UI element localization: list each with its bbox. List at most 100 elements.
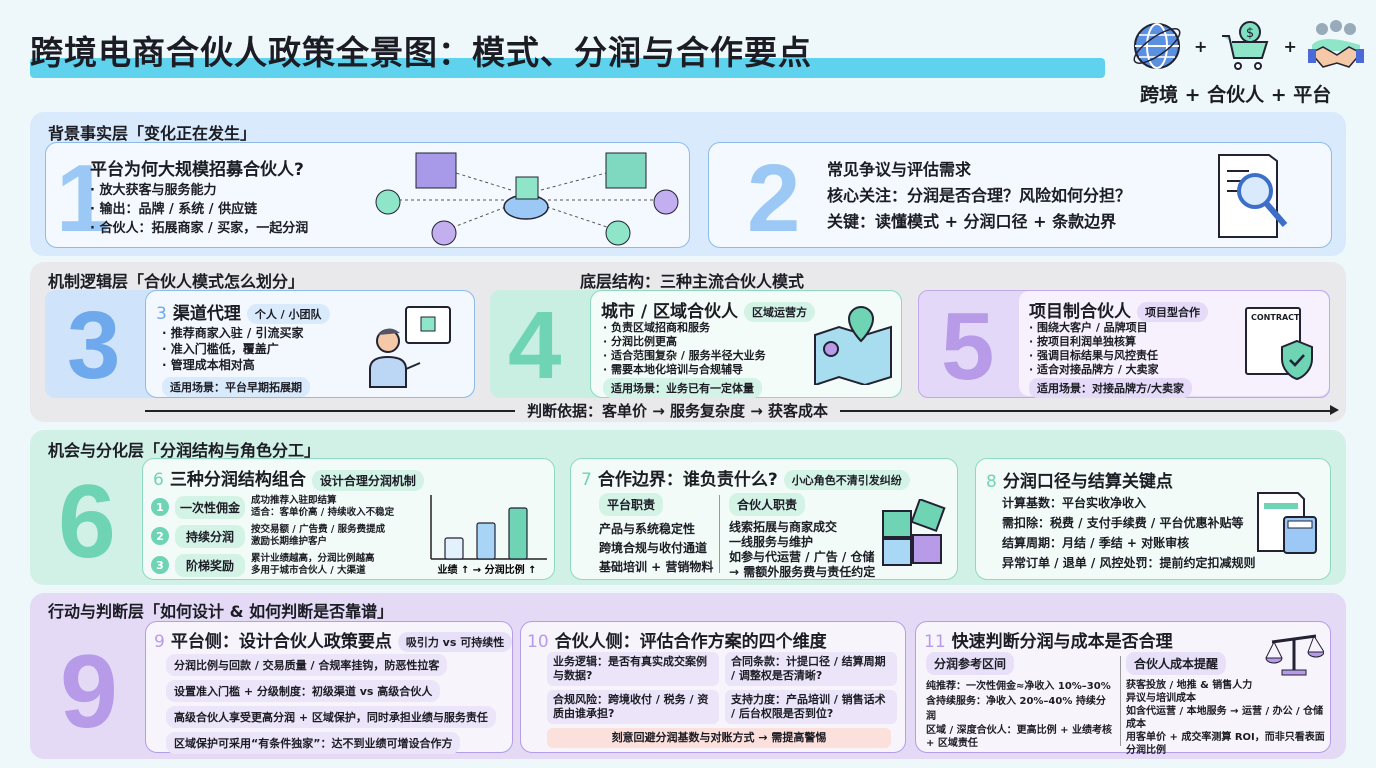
cost-reminder-label: 合伙人成本提醒: [1126, 652, 1227, 675]
card-number: 2: [747, 145, 801, 252]
evaluation-grid: 业务逻辑：是否有真实成交案例与数据? 合同条款：计提口径 / 结算周期 / 调整…: [547, 652, 897, 724]
card-index: 7: [581, 470, 592, 490]
evaluation-dimension: 合同条款：计提口径 / 结算周期 / 调整权是否清晰?: [725, 652, 897, 686]
handshake-team-icon: [1308, 20, 1364, 68]
card-title: 平台为何大规模招募合伙人?: [90, 160, 304, 180]
evaluation-dimension: 合规风险：跨境收付 / 税务 / 资质由谁承担?: [547, 690, 719, 724]
layer4-heading: 行动与判断层「如何设计 & 如何判断是否靠谱」: [48, 602, 394, 621]
item-number-badge: 1: [151, 498, 169, 516]
policy-point: 区域保护可采用“有条件独家”：达不到业绩可增设合作方: [166, 732, 461, 754]
scene-tag: 适用场景：对接品牌方/大卖家: [1029, 378, 1193, 398]
layer-number: 6: [58, 464, 116, 580]
contract-shield-icon: CONTRACT: [1239, 307, 1319, 387]
bullet: · 适合对接品牌方 / 大卖家: [1029, 363, 1159, 376]
structure-desc: 按交易额 / 广告费 / 服务费提成: [251, 524, 386, 535]
structure-desc: 多用于城市合伙人 / 大渠道: [251, 565, 366, 576]
structure-name: 持续分润: [175, 524, 245, 548]
layer1-heading: 背景事实层「变化正在发生」: [48, 124, 257, 143]
card-title: 渠道代理: [172, 304, 241, 324]
settlement-line: 结算周期：月结 / 季结 + 对账审核: [1002, 536, 1190, 550]
card-2: 2 常见争议与评估需求 核心关注：分润是否合理？风险如何分担？ 关键：读懂模式 …: [708, 142, 1332, 248]
bullet: · 合伙人：拓展商家 / 买家，一起分润: [90, 221, 309, 236]
range-line: 含持续服务：净收入 20%–40% 持续分润: [926, 696, 1106, 722]
card-tag: 吸引力 vs 可持续性: [397, 632, 513, 652]
balance-scale-icon: [1265, 634, 1324, 676]
page-title: 跨境电商合伙人政策全景图：模式、分润与合作要点: [30, 33, 812, 72]
settlement-line: 异常订单 / 退单 / 风控处罚：提前约定扣减规则: [1002, 556, 1256, 570]
bullet: · 分润比例更高: [603, 335, 678, 348]
card-title: 项目制合伙人: [1029, 302, 1131, 322]
card-number: 5: [941, 293, 995, 400]
agent-presenting-icon: [369, 306, 451, 388]
chart-caption: 业绩 ↑ → 分润比例 ↑: [437, 563, 536, 576]
card-title: 三种分润结构组合: [169, 470, 306, 490]
bullet: · 适合范围复杂 / 服务半径大业务: [603, 349, 766, 362]
partner-network-icon: [375, 152, 679, 246]
settlement-line: 需扣除：税费 / 支付手续费 / 平台优惠补贴等: [1002, 516, 1244, 530]
layer-number: 9: [60, 634, 118, 750]
bullet: · 准入门槛低，覆盖广: [162, 342, 279, 356]
card-index: 3: [156, 304, 167, 324]
card-index: 10: [527, 632, 549, 652]
structure-desc: 累计业绩越高，分润比例越高: [251, 553, 375, 564]
range-line: 区域 / 深度合伙人：更高比例 + 业绩考核 + 区域责任: [926, 725, 1112, 749]
card-title: 快速判断分润与成本是否合理: [951, 632, 1173, 652]
card-index: 11: [924, 632, 946, 652]
bullet: · 强调目标结果与风控责任: [1029, 349, 1159, 362]
card-number: 4: [508, 292, 562, 399]
card-tag: 区域运营方: [744, 302, 816, 322]
arrow-head-icon: [1330, 405, 1339, 415]
policy-point: 高级合伙人享受更高分润 + 区域保护，同时承担业绩与服务责任: [166, 706, 496, 728]
bullet: · 管理成本相对高: [162, 358, 255, 372]
duty-item: 基础培训 + 营销物料: [599, 560, 714, 574]
card-title: 合作边界：谁负责什么?: [597, 470, 778, 490]
calculator-invoice-icon: [1257, 492, 1317, 554]
scene-tag: 适用场景：平台早期拓展期: [162, 377, 310, 397]
header-icons-label: 跨境 + 合伙人 + 平台: [1140, 84, 1332, 106]
policy-point: 分润比例与回款 / 交易质量 / 合规率挂钩，防恶性拉客: [166, 654, 448, 676]
contract-label: CONTRACT: [1251, 313, 1300, 322]
layer2-subheading: 底层结构：三种主流合伙人模式: [580, 272, 805, 291]
evaluation-dimension: 业务逻辑：是否有真实成交案例与数据?: [547, 652, 719, 686]
card-title: 平台侧：设计合伙人政策要点: [170, 632, 392, 652]
bullet: · 推荐商家入驻 / 引流买家: [162, 326, 304, 340]
card-title: 分润口径与结算关键点: [1002, 472, 1173, 492]
duty-item: 跨境合规与收付通道: [599, 541, 708, 555]
duty-item: 如参与代运营 / 广告 / 仓储: [729, 550, 875, 564]
partner-duties-label: 合伙人职责: [729, 493, 806, 516]
scene-tag: 适用场景：业务已有一定体量: [603, 378, 762, 398]
bullet: · 围绕大客户 / 品牌项目: [1029, 321, 1148, 334]
shopping-cart-dollar-icon: $: [1221, 21, 1268, 70]
structure-desc: 激励长期维护客户: [251, 536, 328, 547]
card-number: 1: [56, 145, 110, 252]
bullet: · 输出：品牌 / 系统 / 供应链: [90, 202, 258, 217]
share-structure-item: 1 一次性佣金 成功推荐入驻即结算适合：客单价高 / 持续收入不稳定: [151, 493, 394, 521]
card-title: 合伙人侧：评估合作方案的四个维度: [554, 632, 827, 652]
card-title: 常见争议与评估需求: [827, 160, 972, 179]
card-index: 6: [153, 470, 164, 490]
layer3-heading: 机会与分化层「分润结构与角色分工」: [48, 441, 321, 460]
header-icons: + $ +: [1130, 16, 1365, 76]
card-tag: 项目型合作: [1137, 302, 1208, 322]
tier-bar: [508, 507, 528, 560]
cost-line: 用客单价 + 成交率测算 ROI，而非只看表面分润比例: [1126, 732, 1325, 756]
card-5: 项目制合伙人项目型合作 · 围绕大客户 / 品牌项目 · 按项目利润单独核算 ·…: [1019, 291, 1329, 398]
card-line: 核心关注：分润是否合理？风险如何分担？: [827, 186, 1132, 205]
item-number-badge: 3: [151, 556, 169, 574]
bullet: · 放大获客与服务能力: [90, 183, 217, 198]
card-title: 城市 / 区域合伙人: [601, 302, 739, 322]
divider: [719, 495, 720, 573]
card-4: 城市 / 区域合伙人区域运营方 · 负责区域招商和服务 · 分润比例更高 · 适…: [590, 290, 902, 398]
map-pin-icon: [814, 305, 892, 385]
duty-item: 产品与系统稳定性: [599, 522, 696, 536]
structure-name: 阶梯奖励: [175, 553, 245, 577]
cost-line: 如含代运营 / 本地服务 → 运营 / 办公 / 仓储成本: [1126, 706, 1324, 730]
card-index: 9: [154, 632, 165, 652]
bullet: · 需要本地化培训与合规辅导: [603, 363, 744, 376]
